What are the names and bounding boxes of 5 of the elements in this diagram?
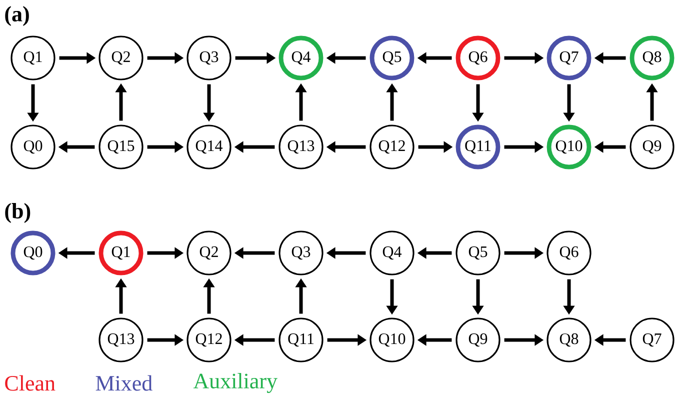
legend-entry: Mixed [96, 375, 152, 391]
panel-label: (a) [5, 6, 29, 26]
legend-entry: Auxiliary [193, 373, 278, 394]
panel-label: (b) [5, 203, 30, 223]
legend-entry: Clean [5, 375, 56, 391]
